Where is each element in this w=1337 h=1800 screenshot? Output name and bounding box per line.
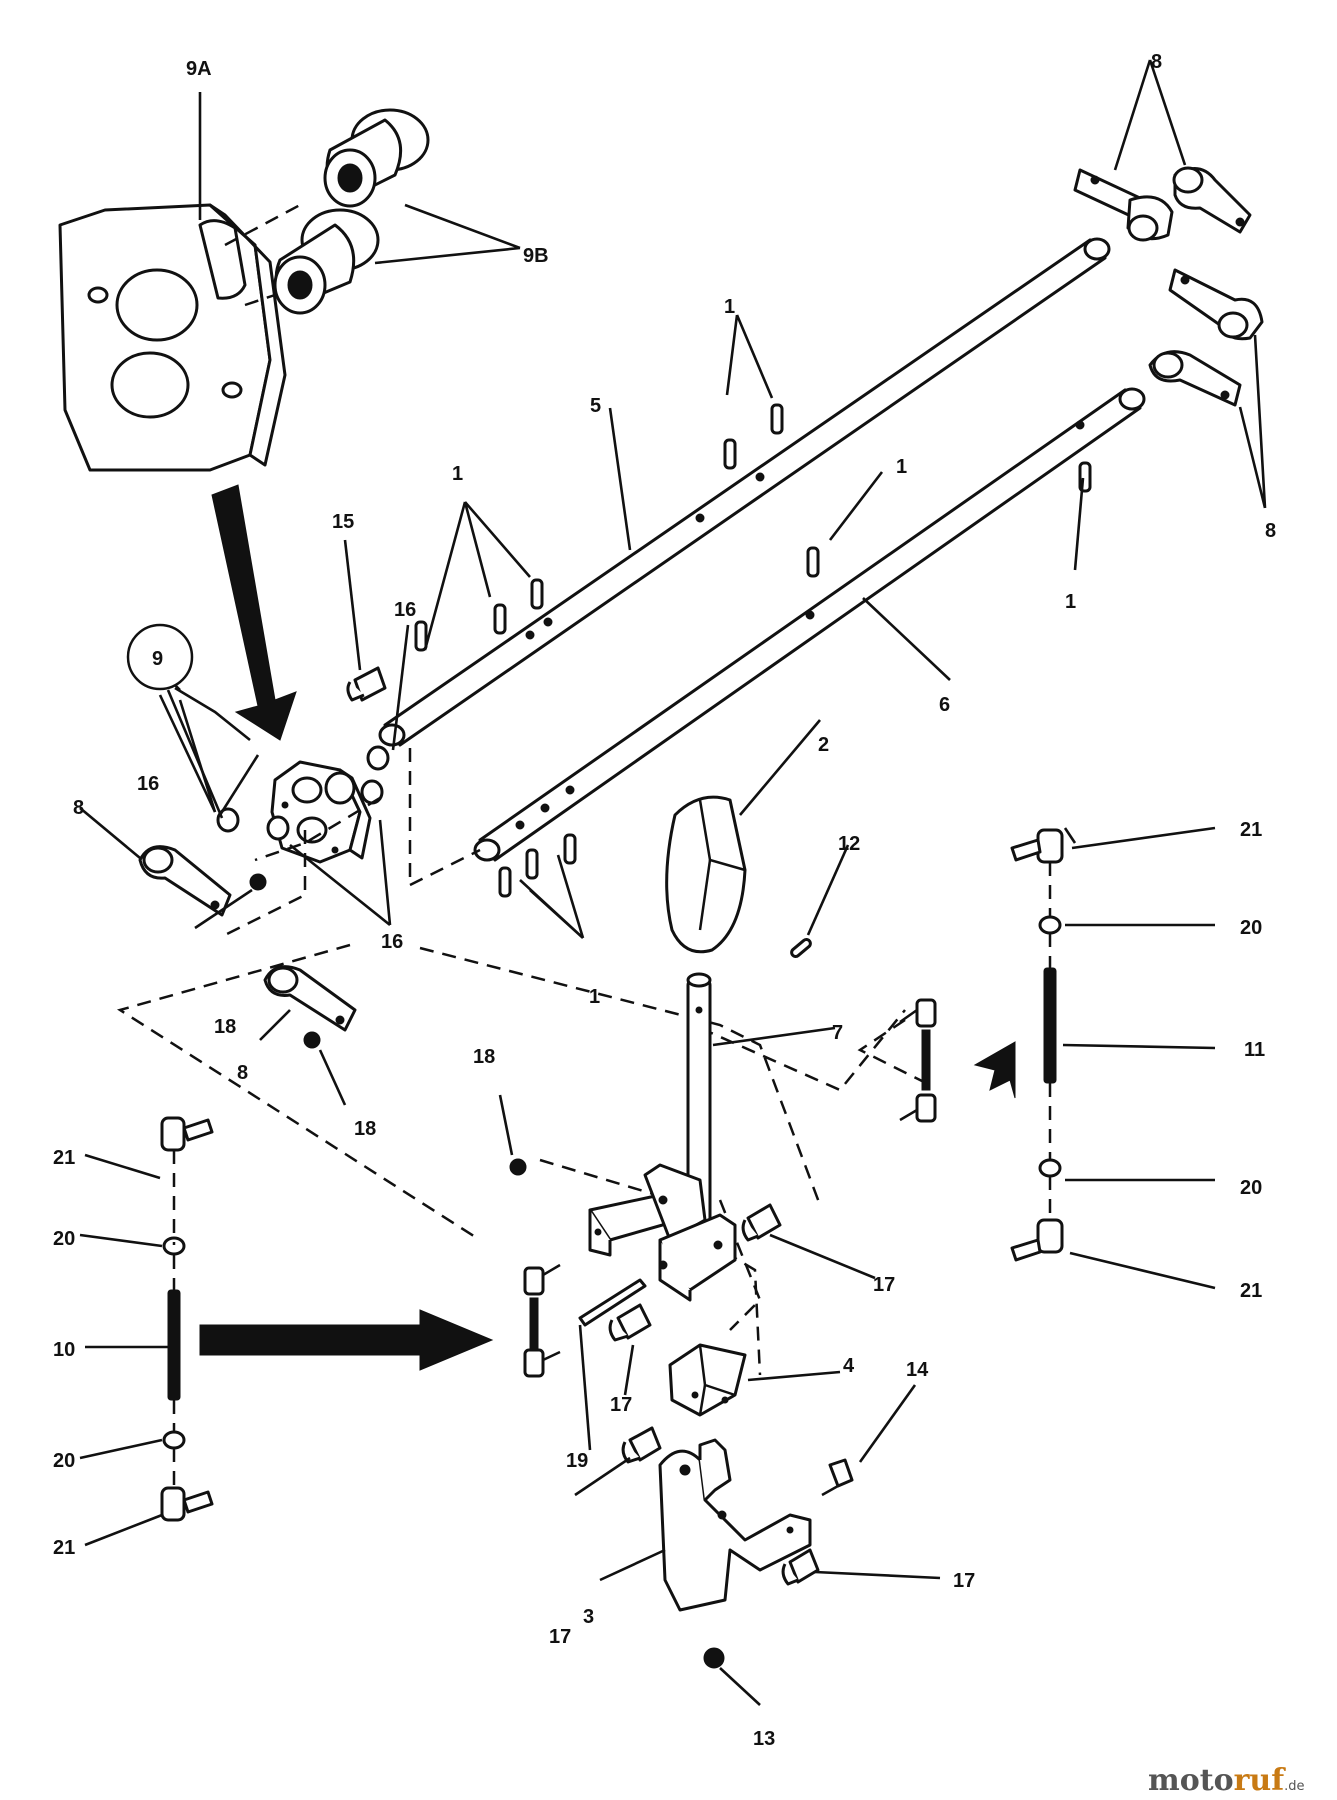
callout-21-lower-left: 21 xyxy=(53,1537,75,1559)
callout-9-circle xyxy=(126,623,194,691)
callout-20-upper-right: 20 xyxy=(1240,917,1262,939)
callout-19: 19 xyxy=(566,1450,588,1472)
callout-4: 4 xyxy=(843,1355,855,1377)
callout-3: 3 xyxy=(583,1606,594,1628)
callout-9a: 9A xyxy=(186,58,212,80)
watermark-part-1: moto xyxy=(1148,1763,1234,1798)
callout-6: 6 xyxy=(939,694,950,716)
callout-20-lower-right: 20 xyxy=(1240,1177,1262,1199)
callout-17-pin: 17 xyxy=(610,1394,632,1416)
dash-9b-a xyxy=(224,203,301,247)
callout-9: 9 xyxy=(152,648,163,670)
bolt-15 xyxy=(346,666,387,702)
dash-line-11 xyxy=(704,1238,762,1376)
bolts-17 xyxy=(608,1203,820,1586)
callout-1-bottom: 1 xyxy=(589,986,600,1008)
callout-10: 10 xyxy=(53,1339,75,1361)
roll-pins-1 xyxy=(414,403,1092,958)
lever-8-left xyxy=(138,845,232,917)
callout-18-left: 18 xyxy=(214,1016,236,1038)
callout-17-bracket: 17 xyxy=(873,1274,895,1296)
callout-labels: 9A 9B 8 8 8 8 9 1 1 1 1 1 5 6 15 16 16 1… xyxy=(53,51,1276,1750)
callout-7: 7 xyxy=(832,1022,843,1044)
watermark-logo: motoruf.de xyxy=(1148,1763,1305,1798)
dash-line-5 xyxy=(419,946,822,1206)
bushing-9b-lower xyxy=(273,208,380,315)
flange-plate-9 xyxy=(270,760,372,864)
shaft-5 xyxy=(378,237,1111,747)
callout-17-lower-right: 17 xyxy=(953,1570,975,1592)
leader-lines xyxy=(79,59,1267,1706)
dash-9b-b xyxy=(244,293,276,307)
bushing-9b-upper xyxy=(323,108,430,208)
assembly-arrow-right xyxy=(973,1041,1016,1099)
callout-17-lower-left: 17 xyxy=(549,1626,571,1648)
lever-8-right-middle xyxy=(1148,268,1264,407)
dash-line-2 xyxy=(409,848,481,887)
callout-18-bracket: 18 xyxy=(473,1046,495,1068)
bracket-3 xyxy=(658,1438,812,1612)
assembly-arrow-left xyxy=(199,1309,494,1371)
callout-20-lower-left: 20 xyxy=(53,1450,75,1472)
callout-16-top: 16 xyxy=(394,599,416,621)
block-4 xyxy=(668,1343,747,1417)
callout-20-upper-left: 20 xyxy=(53,1228,75,1250)
callout-1-left: 1 xyxy=(452,463,463,485)
pin-19 xyxy=(578,1278,647,1327)
callout-2: 2 xyxy=(818,734,829,756)
callout-12: 12 xyxy=(838,833,860,855)
shaft-6 xyxy=(473,387,1146,862)
callout-8-center: 8 xyxy=(237,1062,248,1084)
dash-line-3 xyxy=(254,796,381,862)
callout-8-right: 8 xyxy=(1265,520,1276,542)
dash-line-6 xyxy=(699,1009,906,1092)
callout-1-top: 1 xyxy=(724,296,735,318)
callout-1-right: 1 xyxy=(1065,591,1076,613)
callout-11: 11 xyxy=(1244,1039,1265,1061)
ball-joint-rod-right xyxy=(1010,828,1064,1262)
assembled-link-left xyxy=(523,1263,561,1378)
callout-21-upper-left: 21 xyxy=(53,1147,75,1169)
callout-1-middle: 1 xyxy=(896,456,907,478)
callout-13: 13 xyxy=(753,1728,775,1750)
lever-8-upper-right xyxy=(1073,166,1252,242)
watermark-part-2: ruf xyxy=(1234,1763,1287,1798)
callout-16-bottom: 16 xyxy=(381,931,403,953)
callout-8-top: 8 xyxy=(1151,51,1162,73)
callout-8-left: 8 xyxy=(73,797,84,819)
callout-16-left: 16 xyxy=(137,773,159,795)
dash-line-7 xyxy=(857,1018,931,1087)
callout-14: 14 xyxy=(906,1359,929,1381)
callout-21-lower-right: 21 xyxy=(1240,1280,1262,1302)
ball-joint-rod-left xyxy=(160,1116,214,1522)
watermark-part-3: .de xyxy=(1284,1779,1304,1794)
dash-line-4 xyxy=(116,943,481,1242)
flange-plate-9a xyxy=(58,203,287,472)
callout-9b: 9B xyxy=(523,245,549,267)
callout-15: 15 xyxy=(332,511,354,533)
callout-5: 5 xyxy=(590,395,601,417)
watermark: motoruf.de xyxy=(1148,1763,1305,1798)
callout-21-upper-right: 21 xyxy=(1240,819,1262,841)
dash-line-8 xyxy=(224,830,307,937)
shift-bracket xyxy=(588,1163,737,1302)
lever-8-center xyxy=(263,965,357,1032)
assembled-link-right xyxy=(899,998,937,1123)
nut-13 xyxy=(703,1647,725,1669)
callout-18-center: 18 xyxy=(354,1118,376,1140)
washers-16 xyxy=(216,745,390,841)
knob-2 xyxy=(665,795,747,954)
nuts-18 xyxy=(249,873,527,1176)
assembly-arrow-large xyxy=(211,484,297,741)
screw-14 xyxy=(821,1458,854,1497)
